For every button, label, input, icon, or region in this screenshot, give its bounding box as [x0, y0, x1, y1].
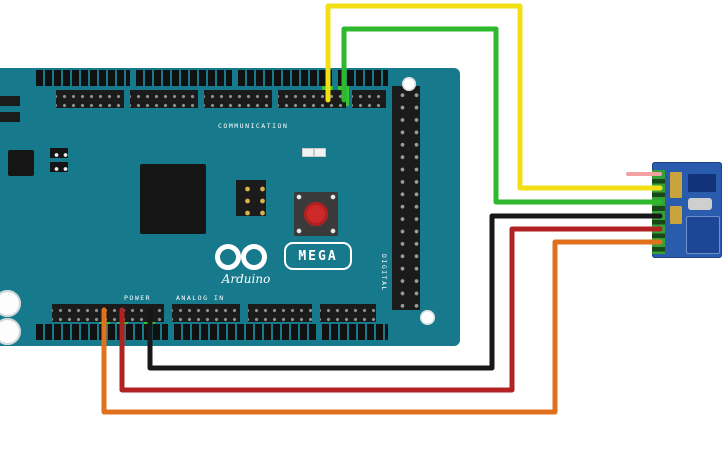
analog-in-label: ANALOG IN — [176, 294, 225, 302]
top-pin-strip-2 — [130, 90, 198, 108]
module-sub-board — [686, 216, 720, 254]
analog-pin-strip-2 — [248, 304, 312, 322]
power-label: POWER — [124, 294, 152, 302]
top-pin-strip-3 — [204, 90, 272, 108]
smd-component-1 — [302, 148, 314, 157]
usb-interface-chip — [8, 150, 34, 176]
arduino-brand-text: Arduino — [221, 272, 271, 286]
communication-label: COMMUNICATION — [218, 122, 289, 130]
top-pin-strip-4 — [278, 90, 346, 108]
capacitor-2 — [0, 318, 21, 345]
module-component-gold-1 — [670, 172, 682, 198]
mounting-hole-top — [402, 77, 416, 91]
left-edge-pad-1 — [0, 96, 20, 106]
power-led — [50, 162, 68, 172]
left-edge-pad-2 — [0, 112, 20, 122]
top-edge-header-1 — [36, 70, 130, 86]
top-pin-strip-1 — [56, 90, 124, 108]
arduino-mega-board: COMMUNICATION MEGA Arduino DIGITAL — [0, 68, 460, 346]
top-pin-strip-5 — [352, 90, 386, 108]
bluetooth-module — [652, 162, 722, 258]
reset-button — [294, 192, 338, 236]
reset-button-cap — [304, 202, 328, 226]
arduino-logo-ring-right — [241, 244, 267, 270]
smd-component-2 — [314, 148, 326, 157]
bottom-edge-header-2 — [174, 324, 316, 340]
top-edge-header-3 — [238, 70, 332, 86]
bottom-edge-header-1 — [36, 324, 168, 340]
mega-logo-box: MEGA — [284, 242, 352, 270]
power-pin-strip — [52, 304, 164, 322]
module-bt-chip — [688, 174, 716, 192]
icsp-header — [236, 180, 266, 216]
atmega-chip — [140, 164, 206, 234]
digital-label: DIGITAL — [380, 254, 388, 292]
top-edge-header-4 — [338, 70, 388, 86]
bottom-edge-header-3 — [322, 324, 388, 340]
capacitor-1 — [0, 290, 21, 317]
module-component-gold-2 — [670, 206, 682, 224]
mounting-hole-bottom — [420, 310, 435, 325]
arduino-logo-ring-left — [215, 244, 241, 270]
module-crystal — [688, 198, 712, 210]
analog-pin-strip-1 — [172, 304, 240, 322]
tx-rx-leds — [50, 148, 68, 158]
module-pin-field — [652, 170, 665, 254]
top-edge-header-2 — [136, 70, 232, 86]
digital-pin-header — [392, 86, 420, 310]
analog-pin-strip-3 — [320, 304, 376, 322]
